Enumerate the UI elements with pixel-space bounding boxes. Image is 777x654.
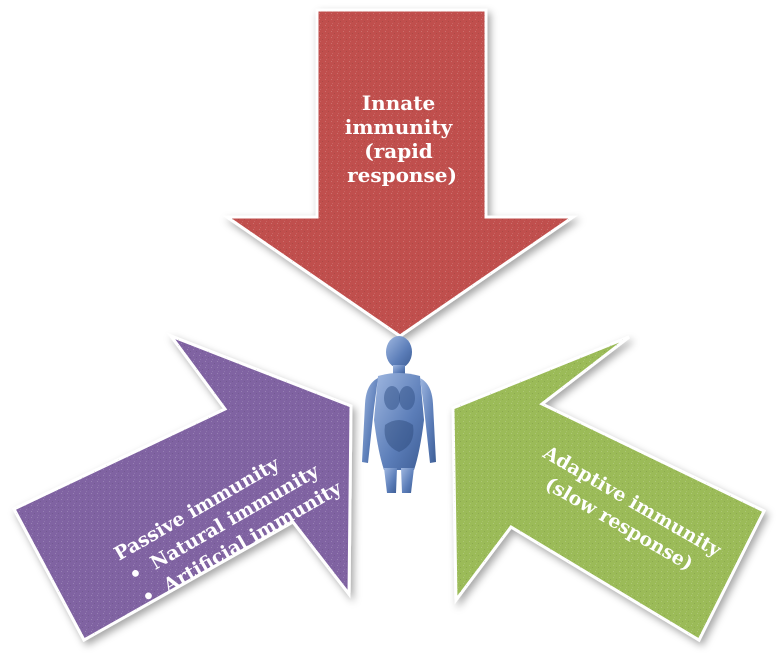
innate-arrow <box>222 8 578 338</box>
innate-label-line-2: immunity <box>345 115 454 139</box>
innate-label-line-4: response) <box>347 163 457 187</box>
innate-label-line-3: (rapid <box>364 139 433 163</box>
human-body-icon <box>362 336 436 493</box>
innate-label: Innate immunity (rapid response) <box>345 91 459 187</box>
adaptive-arrow <box>451 335 767 643</box>
innate-label-line-1: Innate <box>362 91 435 115</box>
passive-arrow <box>11 332 353 643</box>
